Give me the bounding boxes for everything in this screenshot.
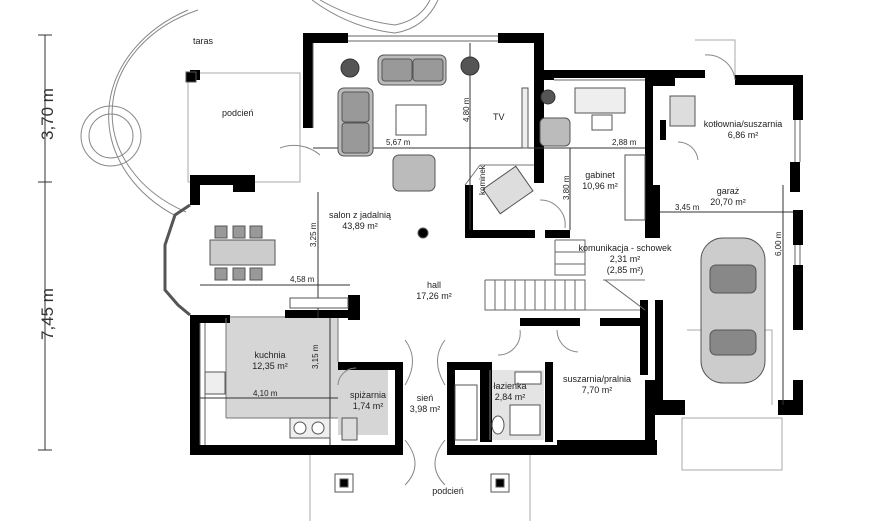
label-garaz-name: garaż — [716, 186, 740, 196]
label-garaz-area: 20,70 m² — [710, 197, 746, 207]
label-komunikacja-name: komunikacja - schowek — [578, 243, 672, 253]
dim-garaz-height: 6,00 m — [774, 231, 783, 256]
dim-gabinet-height: 3,80 m — [562, 175, 571, 200]
label-taras: taras — [193, 36, 214, 46]
dim-salon-height: 4,80 m — [462, 97, 471, 122]
label-kuchnia-name: kuchnia — [254, 350, 286, 360]
label-kuchnia-area: 12,35 m² — [252, 361, 288, 371]
label-salon-name: salon z jadalnią — [328, 210, 392, 220]
dim-gabinet-width: 2,88 m — [612, 138, 637, 147]
terrace-arcs — [108, 0, 439, 217]
label-gabinet-name: gabinet — [585, 170, 615, 180]
dim-kuchnia-width: 4,10 m — [253, 389, 278, 398]
label-podcien-top: podcień — [222, 108, 254, 118]
dim-dining-height: 3,25 m — [309, 222, 318, 247]
label-hall-name: hall — [426, 280, 442, 290]
label-podcien-bottom: podcień — [432, 486, 464, 496]
dim-garaz-width: 3,45 m — [675, 203, 700, 212]
dim-kuchnia-height: 3,15 m — [311, 344, 320, 369]
walls — [190, 33, 803, 455]
label-sien-area: 3,98 m² — [409, 404, 441, 414]
label-komunikacja-area1: 2,31 m² — [609, 254, 641, 264]
label-komunikacja-area2: (2,85 m²) — [606, 265, 644, 275]
label-spizarnia-name: spiżarnia — [349, 390, 387, 400]
furniture — [185, 54, 696, 493]
label-kominek: kominek — [478, 165, 487, 195]
label-spizarnia-area: 1,74 m² — [352, 401, 384, 411]
car — [700, 237, 766, 384]
label-suszarnia-area: 7,70 m² — [581, 385, 613, 395]
dim-dining-width: 4,58 m — [290, 275, 315, 284]
label-hall-area: 17,26 m² — [416, 291, 452, 301]
dining-bay-window — [163, 203, 191, 317]
label-kotlownia-name: kotłownia/suszarnia — [703, 119, 783, 129]
label-salon-area: 43,89 m² — [342, 221, 378, 231]
label-kotlownia-area: 6,86 m² — [727, 130, 759, 140]
outer-dim-top: 3,70 m — [38, 88, 57, 140]
terrace-circle — [80, 105, 142, 167]
label-tv: TV — [493, 112, 505, 122]
stairs — [484, 239, 646, 311]
outer-dim-bottom: 7,45 m — [38, 288, 57, 340]
label-lazienka-name: łazienka — [493, 381, 527, 391]
doors — [279, 54, 736, 486]
dim-salon-width: 5,67 m — [386, 138, 411, 147]
label-gabinet-area: 10,96 m² — [582, 181, 618, 191]
label-lazienka-area: 2,84 m² — [494, 392, 526, 402]
plants — [340, 56, 556, 105]
label-suszarnia-name: suszarnia/pralnia — [562, 374, 632, 384]
kitchen-fill — [226, 318, 338, 418]
label-sien-name: sień — [416, 393, 434, 403]
